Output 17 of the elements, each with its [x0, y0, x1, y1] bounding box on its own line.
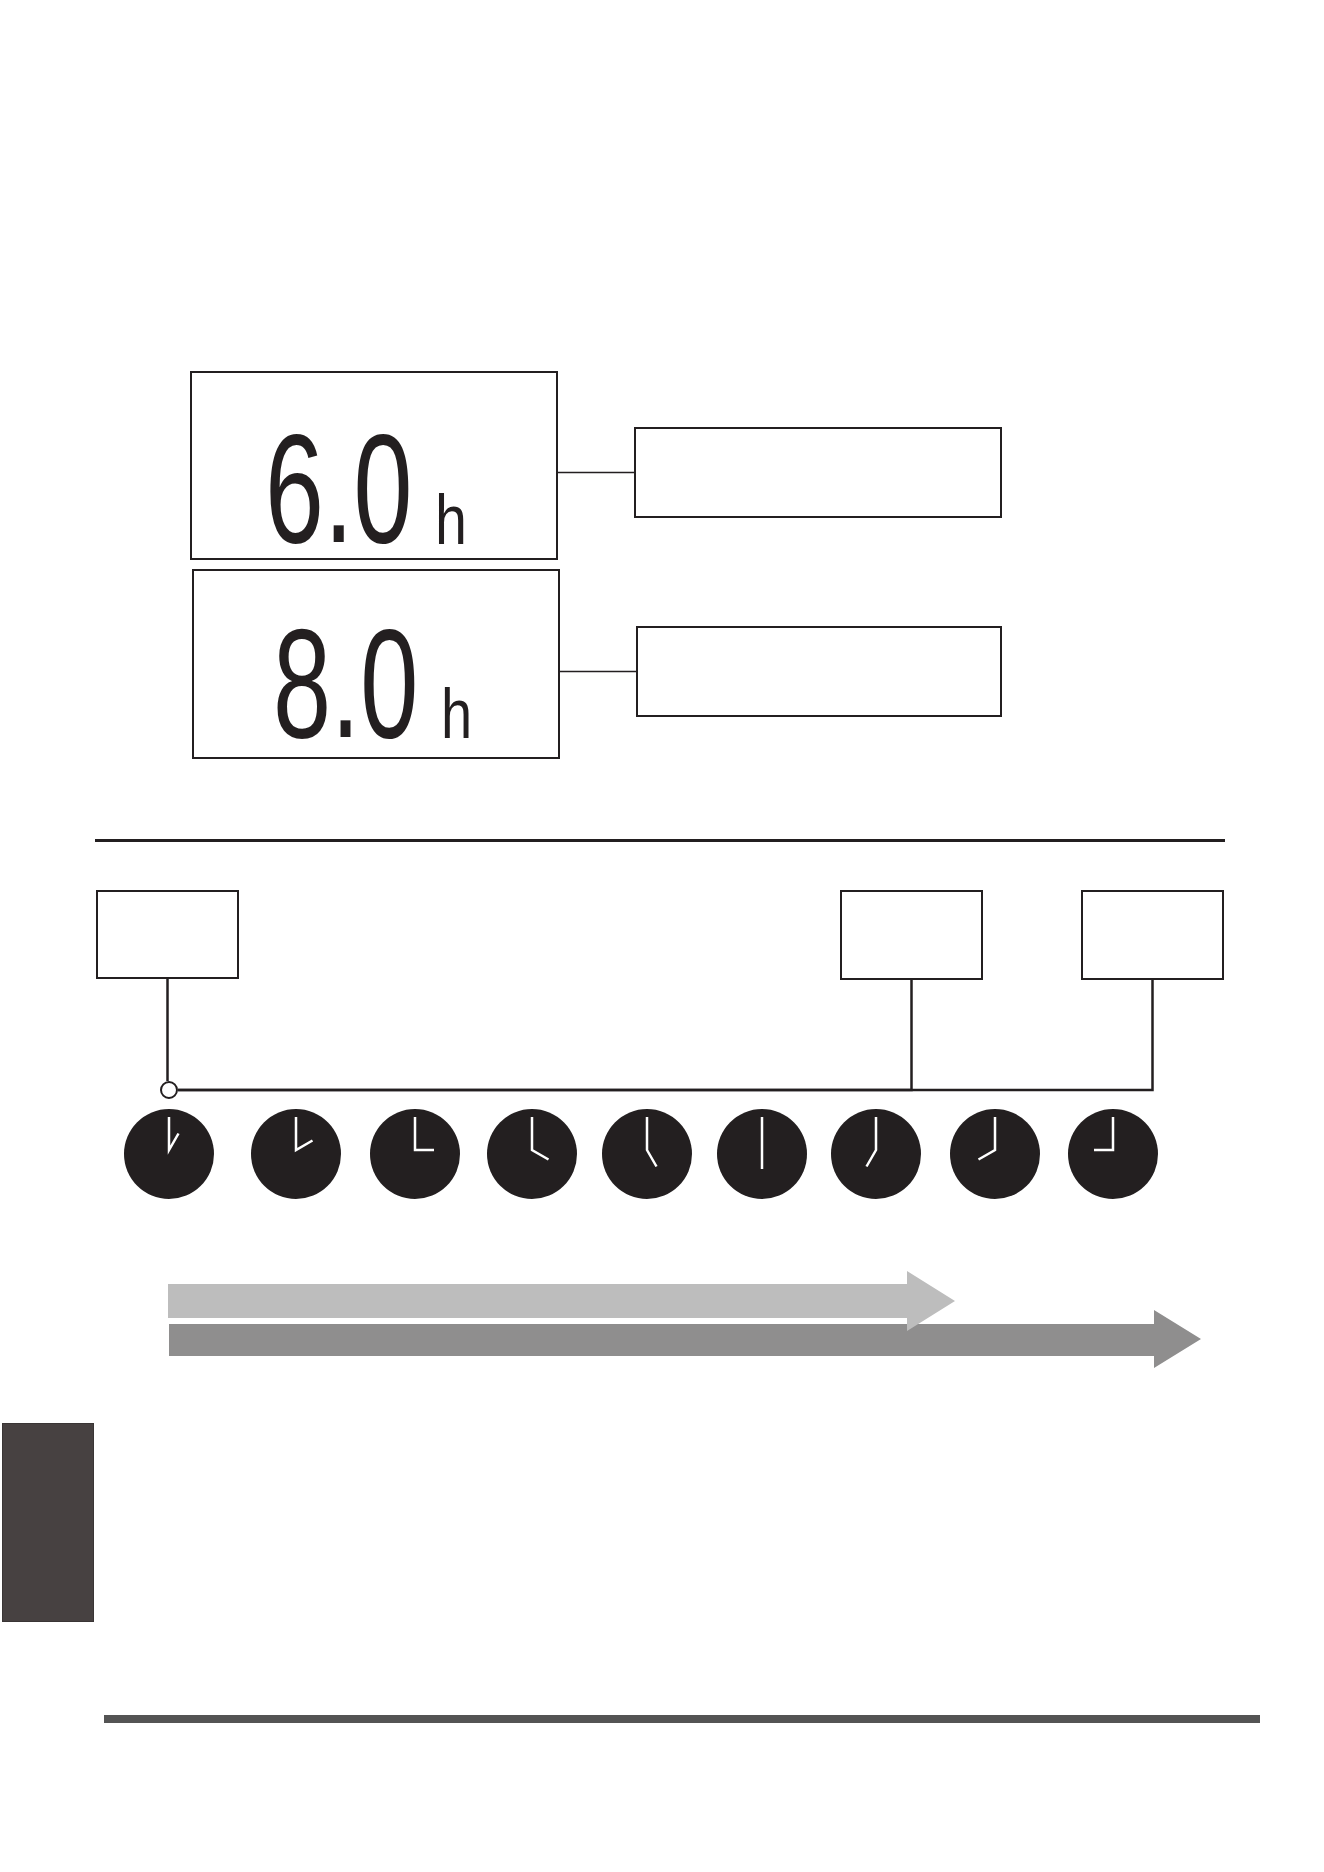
lcd-display-panel	[190, 371, 558, 560]
connector-line	[557, 471, 635, 474]
connector-line	[559, 670, 637, 673]
lcd-reading: 6.0	[265, 427, 413, 551]
lcd-display-panel	[192, 569, 560, 759]
connector-line	[178, 980, 1154, 1092]
empty-label-box	[96, 890, 239, 979]
connector-line	[166, 979, 169, 1081]
unit-label: h	[441, 686, 473, 742]
junction-circle	[160, 1081, 178, 1099]
empty-label-box	[636, 626, 1002, 717]
side-tab	[2, 1423, 94, 1622]
empty-label-box	[840, 890, 983, 980]
empty-label-box	[634, 427, 1002, 518]
unit-label: h	[435, 492, 467, 548]
lcd-reading: 8.0	[273, 622, 419, 746]
empty-label-box	[1081, 890, 1224, 980]
